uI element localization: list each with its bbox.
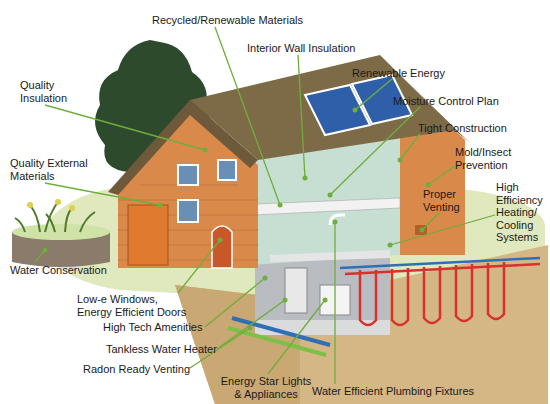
- callout-label: Moisture Control Plan: [393, 95, 499, 108]
- basement-floor: [255, 320, 390, 335]
- callout-label: High Tech Amenities: [103, 321, 202, 334]
- pipe: [228, 328, 326, 355]
- callout-label: Renewable Energy: [352, 67, 445, 80]
- callout-label: Radon Ready Venting: [83, 363, 190, 376]
- soil-top: [12, 224, 110, 240]
- callout-label: Interior Wall Insulation: [247, 42, 355, 55]
- callout-label: Water Conservation: [10, 264, 107, 277]
- flowers: [27, 199, 75, 211]
- callout-label: Quality External Materials: [10, 157, 98, 182]
- plants: [15, 202, 95, 232]
- garage-door: [128, 205, 168, 265]
- callout-label: Tankless Water Heater: [106, 343, 217, 356]
- callout-label: Low-e Windows, Energy Efficient Doors: [77, 293, 191, 318]
- fixture: [330, 215, 345, 225]
- callout-label: Quality Insulation: [20, 79, 75, 104]
- callout-label: Proper Venting: [423, 188, 468, 213]
- callout-label: Energy Star Lights & Appliances: [218, 375, 314, 400]
- roof: [190, 55, 455, 160]
- callout-label: Mold/Insect Prevention: [455, 146, 517, 171]
- callout-label: High Efficiency Heating/ Cooling Systems: [496, 181, 550, 244]
- callout-label: Tight Construction: [418, 122, 507, 135]
- ground-loops: [340, 258, 540, 325]
- callout-label: Water Efficient Plumbing Fixtures: [312, 385, 474, 398]
- window: [178, 165, 198, 185]
- callout-label: Recycled/Renewable Materials: [152, 14, 303, 27]
- window: [178, 200, 198, 222]
- leader-dots: [43, 108, 431, 331]
- ground-slab: [270, 250, 390, 262]
- water-heater: [285, 268, 307, 313]
- leader-lines: [35, 27, 495, 384]
- window: [218, 160, 236, 180]
